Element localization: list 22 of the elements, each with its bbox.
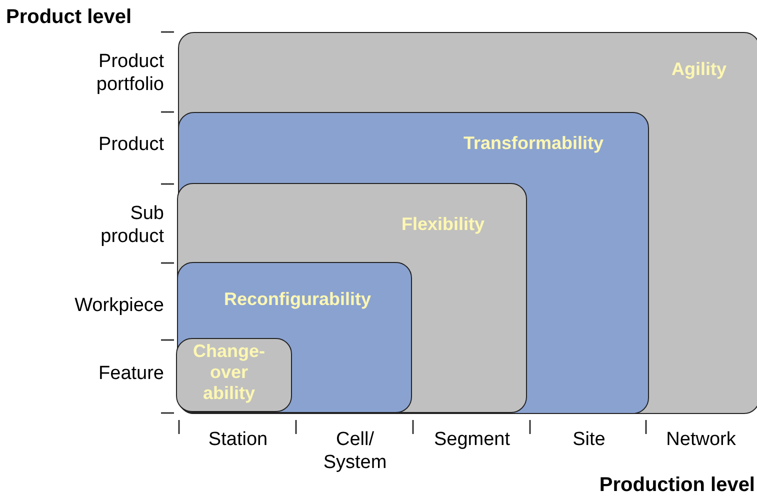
rounded-box [178,32,757,414]
axis-label: Network [665,428,737,451]
axis-title: Production level [598,474,755,497]
box-label: Transformability [462,132,605,154]
axis-label: Cell/ System [322,428,388,474]
box-label: Reconfigurability [222,288,372,310]
axis-title: Product level [6,6,133,29]
rounded-box [176,262,412,412]
axis-label: Workpiece [74,294,164,317]
axis-label: Sub product [100,202,164,248]
rounded-box [178,112,648,414]
box-label: Change-over ability [192,341,266,404]
axis-label: Product [98,133,164,156]
box-label: Agility [670,59,728,80]
axis-label: Feature [98,362,164,385]
axis-label: Segment [432,428,512,451]
rounded-box [177,183,527,413]
axis-label: Site [572,428,606,451]
rounded-box [176,338,292,412]
box-label: Flexibility [400,214,486,235]
axis-label: Station [207,428,269,451]
axis-label: Product portfolio [95,50,164,96]
